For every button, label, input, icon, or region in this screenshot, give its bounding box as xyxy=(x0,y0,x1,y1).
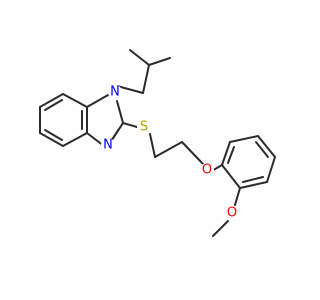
bond-isobutyl-ch2 xyxy=(116,85,144,94)
atom-n3: N xyxy=(101,138,115,153)
bond-c6-o-methoxy xyxy=(234,187,241,206)
bond-c7-c7a xyxy=(62,93,88,108)
bond-lines xyxy=(39,49,276,237)
bond-c1-c2 xyxy=(221,141,231,166)
atom-o-ether-label: O xyxy=(202,163,212,178)
bond-n1-c2 xyxy=(116,100,124,124)
bond-ch2-ch2 xyxy=(154,141,183,158)
atom-labels: N N S O O xyxy=(101,85,239,221)
bond-c4-c5 xyxy=(39,132,64,147)
bond-isobutyl-ch xyxy=(142,64,150,94)
bond-isobutyl-methyl-a xyxy=(129,49,150,66)
atom-o-ether: O xyxy=(200,163,214,178)
bond-c2-n3-double xyxy=(110,128,120,142)
bond-c5-c6-inner xyxy=(242,176,264,183)
bond-s-ch2 xyxy=(149,133,156,158)
molecular-structure-diagram: N N S O O xyxy=(39,49,276,237)
atom-n3-label: N xyxy=(103,138,113,153)
bond-o-methyl xyxy=(212,220,229,237)
atom-o-methoxy-label: O xyxy=(227,206,237,221)
bond-c4-c5 xyxy=(266,156,276,183)
bond-c1-c2-inner xyxy=(227,146,235,164)
atom-s-label: S xyxy=(140,120,148,135)
bond-c2-c3 xyxy=(229,135,259,143)
atom-n1: N xyxy=(108,85,122,100)
atom-o-methoxy: O xyxy=(225,206,239,221)
bond-ch2-o xyxy=(181,141,204,165)
bond-isobutyl-methyl-b xyxy=(148,57,171,66)
bond-c2-s xyxy=(122,122,138,128)
bond-c4-c5-inner xyxy=(44,129,63,141)
bond-c6-c7-inner xyxy=(44,99,63,111)
bond-c3a-c4 xyxy=(62,132,88,147)
bond-c6-c7 xyxy=(39,93,64,108)
bond-c3-c4-inner xyxy=(255,141,269,158)
bond-c6-c1 xyxy=(221,164,241,189)
bond-c3-c4 xyxy=(257,135,276,158)
atom-s: S xyxy=(137,120,151,135)
bond-c5-c6 xyxy=(239,181,268,189)
atom-n1-label: N xyxy=(110,85,120,100)
bond-c7a-n1 xyxy=(86,94,109,108)
